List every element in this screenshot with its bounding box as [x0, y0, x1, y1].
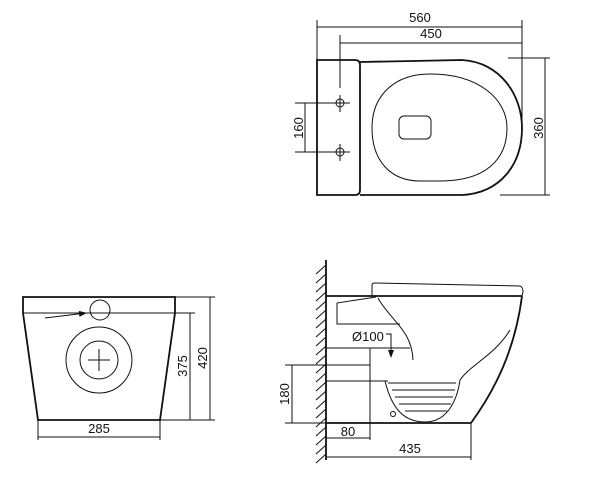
hatch-line	[315, 318, 327, 329]
dim-inner-height: 375	[175, 355, 190, 377]
flush-button-outline	[398, 115, 432, 140]
cross-icon	[88, 349, 110, 371]
mounting-hole-icon	[330, 95, 350, 161]
hatch-line	[315, 354, 327, 365]
hatch-line	[315, 327, 327, 338]
dim-overall-length: 560	[409, 10, 431, 25]
dimension-lines-side	[285, 347, 472, 460]
flush-inlet	[336, 296, 400, 325]
hatch-line	[315, 408, 327, 419]
hatch-line	[315, 282, 327, 293]
dim-outlet-offset: 80	[341, 424, 355, 439]
hatch-line	[315, 444, 327, 455]
trap-outline	[384, 329, 511, 423]
hatch-line	[315, 291, 327, 302]
dim-hole-spacing: 160	[291, 117, 306, 139]
hatch-line	[315, 300, 327, 311]
hatch-line	[315, 309, 327, 320]
bowl-outline	[359, 59, 523, 196]
hatch-line	[315, 336, 327, 347]
top-view: 560 450 360 160	[291, 10, 550, 196]
hatch-line	[315, 273, 327, 284]
hatch-line	[315, 345, 327, 356]
dim-outlet-height: 180	[277, 383, 292, 405]
outlet-circle	[65, 326, 133, 394]
dimension-lines-top	[295, 20, 550, 196]
hatch-line	[315, 372, 327, 383]
dimension-lines-front	[37, 296, 215, 440]
dim-overall-height: 420	[195, 347, 210, 369]
wall-hatch	[315, 264, 327, 464]
trap-lines	[388, 382, 456, 412]
arrow-icon	[386, 333, 394, 358]
arrow-icon	[44, 310, 87, 319]
hatch-line	[315, 399, 327, 410]
dim-bowl-length: 450	[420, 26, 442, 41]
hatch-line	[315, 390, 327, 401]
hatch-line	[315, 381, 327, 392]
hatch-line	[315, 453, 327, 464]
dim-projection: 435	[399, 441, 421, 456]
seat-opening	[371, 73, 508, 182]
bowl-side-outline	[470, 295, 523, 424]
front-view: 285 375 420	[22, 296, 215, 440]
drain-marker-icon	[390, 411, 396, 417]
dim-outlet-diameter: Ø100	[352, 329, 384, 344]
dim-width: 360	[531, 117, 546, 139]
side-view: Ø100 180 80 435	[277, 260, 524, 464]
hatch-line	[315, 435, 327, 446]
tank-outline	[316, 59, 361, 196]
dim-base-width: 285	[88, 421, 110, 436]
flush-pipe-circle	[89, 299, 111, 321]
hatch-line	[315, 426, 327, 437]
hatch-line	[315, 264, 327, 275]
inner-curve	[377, 297, 414, 361]
seat-lid	[371, 282, 524, 297]
